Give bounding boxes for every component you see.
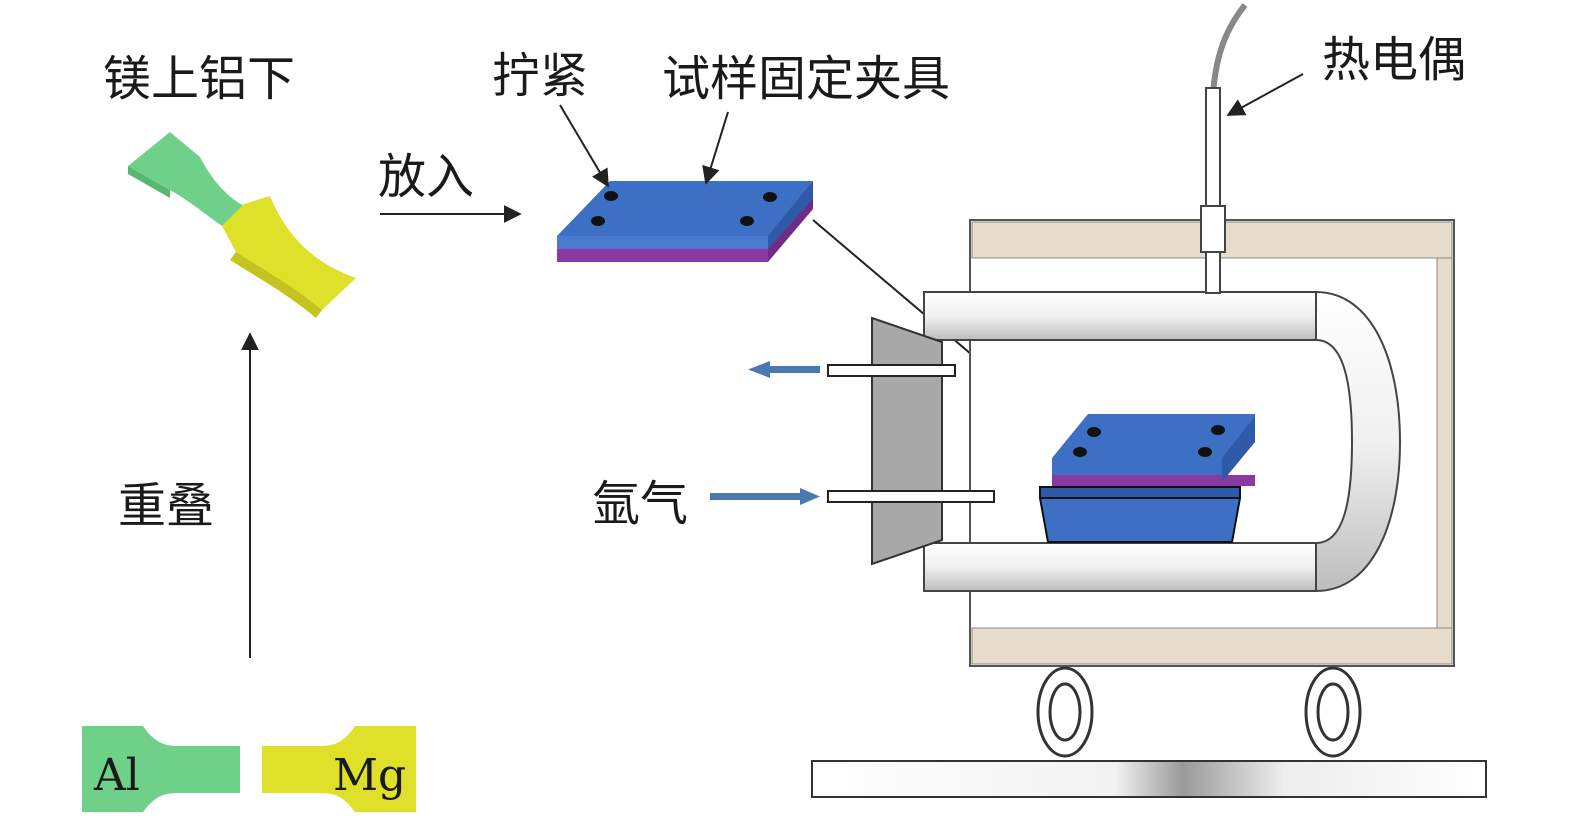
al-specimen (82, 726, 240, 812)
screw-hole (591, 216, 605, 226)
tighten-pointer (559, 104, 609, 188)
argon-label: 氩气 (592, 476, 688, 532)
screw-hole (763, 192, 777, 202)
gas-outlet-arrow (748, 361, 820, 378)
screw-hole (604, 191, 618, 201)
tighten-label: 拧紧 (492, 48, 588, 104)
mg-top-al-bottom-label: 镁上铝下 (103, 51, 295, 107)
overlap-label: 重叠 (118, 478, 214, 534)
fixture-pointer (702, 111, 729, 185)
put-in-label: 放入 (378, 149, 474, 205)
thermocouple-label: 热电偶 (1322, 32, 1466, 88)
furnace (811, 3, 1487, 798)
thermocouple-pointer (1226, 73, 1304, 116)
overlapped-specimens (128, 132, 356, 318)
fixture-label: 试样固定夹具 (662, 51, 950, 107)
screw-hole (740, 216, 754, 226)
argon-inlet-arrow (710, 488, 820, 505)
fixture-top (557, 181, 813, 262)
al-label: Al (93, 750, 140, 801)
mg-specimen (262, 726, 416, 812)
mg-label: Mg (333, 750, 406, 801)
